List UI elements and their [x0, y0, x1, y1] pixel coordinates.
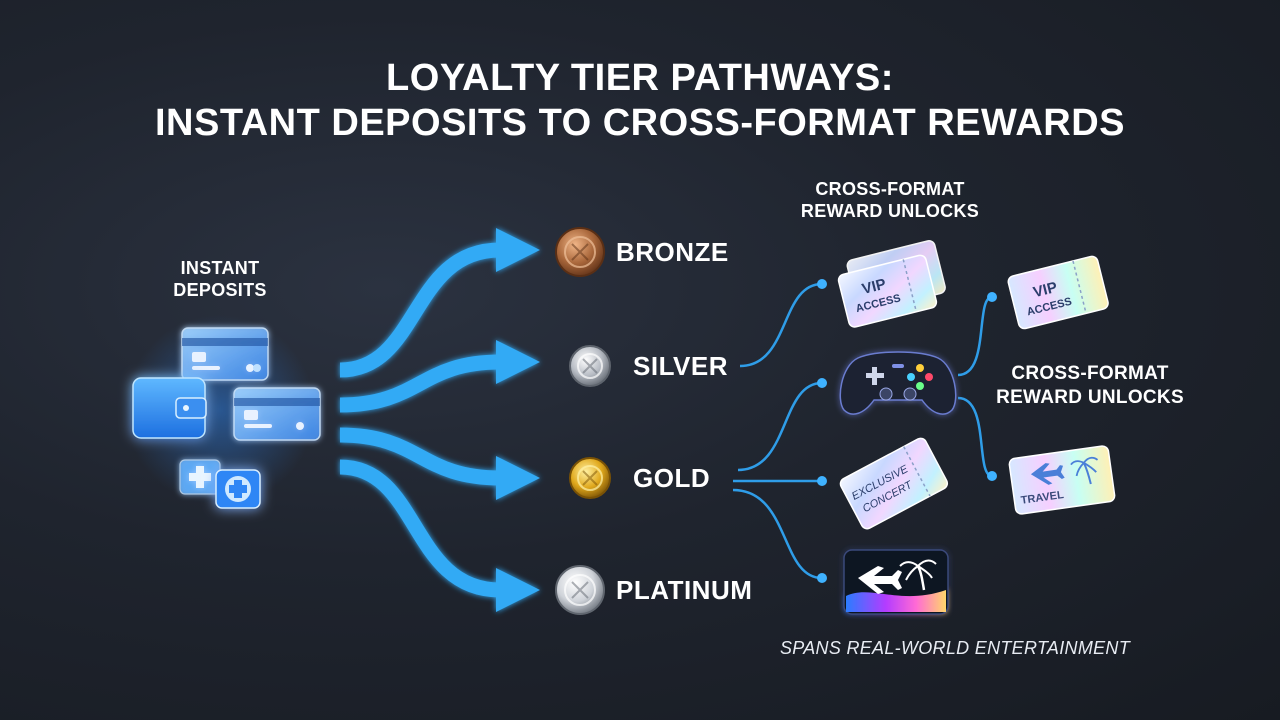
tier-bronze-label: BRONZE — [616, 237, 729, 267]
ticket-icon: VIP ACCESS — [837, 240, 946, 328]
tier-platinum-label: PLATINUM — [616, 575, 753, 605]
deposits-label-line2: DEPOSITS — [173, 280, 267, 300]
reward-unlocks-right-line2: REWARD UNLOCKS — [996, 387, 1184, 408]
credit-card-icon — [233, 387, 321, 441]
reward-unlocks-right-line1: CROSS-FORMAT — [1011, 363, 1169, 384]
connector-dots — [817, 279, 997, 583]
travel-ticket-icon: TRAVEL — [1008, 445, 1116, 515]
travel-card-icon — [843, 549, 949, 615]
arrowhead-platinum — [496, 568, 540, 612]
tier-gold-medal — [569, 457, 611, 499]
tier-bronze-medal — [555, 227, 605, 277]
connector-gamepad-travel2 — [957, 396, 993, 478]
ticket-travel-text: TRAVEL — [1020, 489, 1065, 507]
connector-gold-gamepad — [737, 381, 823, 472]
page-subtitle: INSTANT DEPOSITS TO CROSS-FORMAT REWARDS — [154, 102, 1126, 144]
tier-silver-medal — [569, 345, 611, 387]
ticket-icon: VIP ACCESS — [1007, 255, 1109, 330]
medical-kit-icon — [179, 459, 221, 495]
arrowhead-bronze — [496, 228, 540, 272]
deposits-label-line1: INSTANT — [180, 258, 260, 278]
arrow-to-bronze — [339, 242, 501, 378]
footer-caption: SPANS REAL-WORLD ENTERTAINMENT — [779, 638, 1131, 658]
reward-unlocks-top-line2: REWARD UNLOCKS — [800, 201, 980, 221]
tier-silver-label: SILVER — [633, 351, 728, 381]
ticket-icon: EXCLUSIVE CONCERT — [839, 437, 949, 530]
page-title: LOYALTY TIER PATHWAYS: — [386, 57, 894, 99]
tier-gold-label: GOLD — [633, 463, 711, 493]
wallet-icon — [132, 377, 207, 439]
arrowhead-silver — [496, 340, 540, 384]
tier-platinum-medal — [555, 565, 605, 615]
connector-silver-vip — [739, 282, 823, 368]
reward-unlocks-label-right: CROSS-FORMAT REWARD UNLOCKS — [975, 362, 1205, 410]
connector-gold-travel — [732, 488, 823, 580]
ticket-vip2-line1: VIP — [1031, 279, 1059, 301]
connector-gamepad-vip2 — [957, 295, 993, 377]
arrow-heads — [496, 228, 540, 612]
flow-arrows — [339, 242, 501, 598]
medical-kit-icon — [215, 469, 261, 509]
gamepad-icon — [839, 351, 957, 415]
arrow-to-platinum — [339, 459, 501, 598]
credit-card-icon — [181, 327, 269, 381]
arrow-to-gold — [339, 427, 501, 486]
reward-unlocks-top-line1: CROSS-FORMAT — [815, 179, 965, 199]
deposits-cluster — [125, 315, 321, 509]
reward-unlocks-label-top: CROSS-FORMAT REWARD UNLOCKS — [780, 178, 1000, 222]
ticket-vip-line1: VIP — [860, 276, 888, 298]
deposits-label: INSTANT DEPOSITS — [140, 257, 300, 301]
reward-connectors — [732, 282, 993, 580]
arrow-to-silver — [339, 354, 501, 413]
arrowhead-gold — [496, 456, 540, 500]
